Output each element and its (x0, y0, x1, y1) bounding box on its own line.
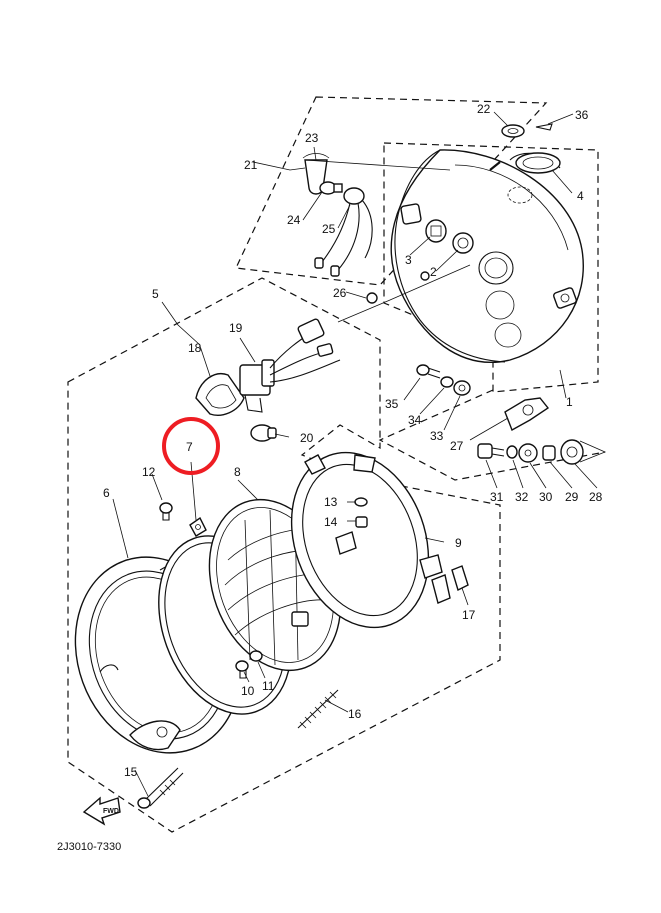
bulb-24 (319, 181, 343, 195)
label-35: 35 (385, 397, 399, 411)
label-36: 36 (575, 108, 589, 122)
label-2: 2 (430, 265, 437, 279)
label-31: 31 (490, 490, 504, 504)
grommet-2 (452, 232, 474, 254)
label-32: 32 (515, 490, 529, 504)
socket-cord-25 (314, 187, 373, 277)
label-21: 21 (244, 158, 258, 172)
grommet-3 (425, 219, 447, 243)
screw-12 (159, 502, 173, 521)
label-34: 34 (408, 413, 422, 427)
label-12: 12 (142, 465, 156, 479)
screw-10 (235, 660, 249, 679)
spring-16 (297, 689, 339, 729)
grommet-22 (501, 124, 525, 138)
label-6: 6 (103, 486, 110, 500)
bulb-19 (239, 318, 341, 413)
collar-30 (518, 443, 538, 463)
label-9: 9 (455, 536, 462, 550)
nut-11 (249, 650, 263, 662)
label-28: 28 (589, 490, 603, 504)
label-14: 14 (324, 515, 338, 529)
nut-26 (366, 292, 378, 304)
drawing-code: 2J3010-7330 (57, 841, 121, 853)
label-1: 1 (566, 395, 573, 409)
label-18: 18 (188, 341, 202, 355)
label-11: 11 (262, 679, 275, 693)
label-22: 22 (477, 102, 491, 116)
label-5: 5 (152, 287, 159, 301)
label-3: 3 (405, 253, 412, 267)
label-20: 20 (300, 431, 314, 445)
label-33: 33 (430, 429, 444, 443)
label-19: 19 (229, 321, 243, 335)
bracket-27 (504, 397, 550, 432)
label-26: 26 (333, 286, 347, 300)
label-10: 10 (241, 684, 255, 698)
label-15: 15 (124, 765, 138, 779)
grommet-28 (560, 439, 584, 465)
label-23: 23 (305, 131, 319, 145)
washer-13 (354, 497, 368, 507)
label-27: 27 (450, 439, 464, 453)
forward-arrow-icon: FWD (82, 796, 121, 826)
label-25: 25 (322, 222, 336, 236)
nut-14 (355, 516, 368, 528)
bulb-20 (250, 424, 277, 442)
washer-32 (506, 445, 518, 459)
washer-34 (440, 376, 454, 388)
label-4: 4 (577, 189, 584, 203)
cover-18 (195, 373, 245, 416)
seal-4 (515, 152, 561, 174)
bolt-31 (477, 443, 505, 459)
label-8: 8 (234, 465, 241, 479)
label-17: 17 (462, 608, 476, 622)
mounting-ring (290, 451, 451, 629)
part-labels: 1 2 3 4 5 6 7 8 9 10 11 12 13 14 15 16 1… (103, 102, 603, 779)
forward-arrow-text: FWD (103, 808, 119, 815)
leader-lines (112, 111, 607, 797)
label-16: 16 (348, 707, 362, 721)
highlight-circle (162, 417, 220, 475)
rivet-housing (420, 271, 430, 281)
bolt-15 (137, 767, 184, 809)
label-24: 24 (287, 213, 301, 227)
label-13: 13 (324, 495, 338, 509)
headlight-housing (390, 149, 584, 363)
bolt-35 (416, 364, 441, 379)
clip-17 (451, 565, 469, 591)
clip-36 (535, 123, 553, 131)
spacer-29 (542, 445, 556, 461)
group-21-outline (235, 96, 548, 286)
label-30: 30 (539, 490, 553, 504)
washer-33 (453, 380, 471, 396)
group-1-lower-outline (378, 389, 606, 481)
label-7: 7 (186, 440, 193, 454)
label-29: 29 (565, 490, 579, 504)
group-1-outline (383, 142, 599, 393)
